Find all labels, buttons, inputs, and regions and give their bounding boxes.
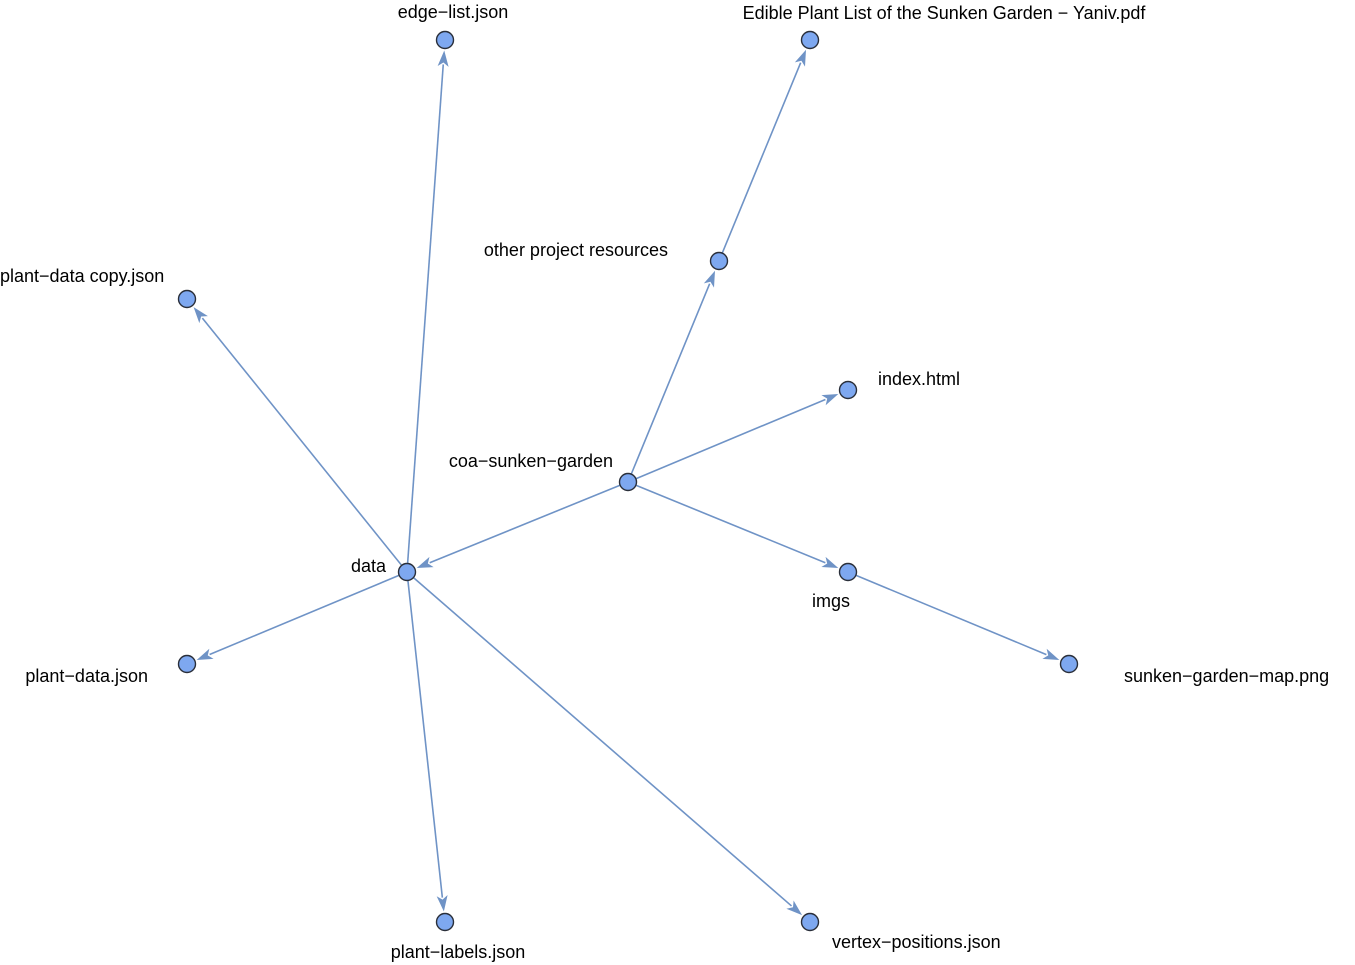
arrowhead [196, 648, 214, 660]
edge-line [406, 64, 445, 573]
edge-coa-to-other [627, 270, 716, 483]
edge-line [201, 317, 408, 573]
edge-data-to-vertex_positions [406, 571, 803, 916]
arrowhead [1042, 648, 1060, 660]
node-circle[interactable] [177, 654, 197, 674]
node-data[interactable]: data [351, 556, 417, 582]
node-label: other project resources [484, 240, 668, 260]
node-index-html[interactable]: index.html [838, 369, 961, 400]
edge-data-to-plant_labels [406, 571, 448, 912]
node-label: index.html [878, 369, 960, 389]
arrowhead [436, 895, 448, 912]
edge-line [406, 571, 444, 898]
edge-data-to-plant_data_copy [193, 307, 408, 573]
arrowhead [703, 270, 716, 288]
edge-coa-to-imgs [627, 481, 839, 569]
node-circle[interactable] [397, 562, 417, 582]
node-circle[interactable] [709, 251, 729, 271]
edge-line [627, 481, 826, 564]
node-label: plant−labels.json [391, 942, 526, 962]
node-vertex-positions-json[interactable]: vertex−positions.json [800, 912, 1001, 953]
edge-line [627, 283, 711, 483]
node-circle[interactable] [435, 912, 455, 932]
node-circle[interactable] [435, 30, 455, 50]
node-circle[interactable] [618, 472, 638, 492]
node-circle[interactable] [838, 380, 858, 400]
edge-coa-to-data [416, 481, 629, 569]
arrowhead [416, 556, 434, 569]
node-sunken-garden-map-png[interactable]: sunken−garden−map.png [1059, 654, 1330, 687]
node-imgs[interactable]: imgs [812, 562, 858, 612]
node-label: sunken−garden−map.png [1124, 666, 1329, 686]
arrowhead [437, 50, 449, 67]
node-edge-list-json[interactable]: edge−list.json [398, 2, 509, 50]
node-plant-data-copy-json[interactable]: plant−data copy.json [0, 266, 197, 309]
node-label: plant−data copy.json [0, 266, 164, 286]
edge-line [718, 62, 802, 262]
arrowhead [821, 394, 839, 406]
edge-data-to-plant_data [196, 571, 408, 660]
edges-layer [193, 49, 1060, 916]
edge-data-to-edge_list [406, 50, 449, 573]
arrowhead [786, 900, 803, 916]
node-label: Edible Plant List of the Sunken Garden −… [743, 3, 1147, 23]
node-circle[interactable] [177, 289, 197, 309]
edge-line [627, 398, 826, 483]
node-label: coa−sunken−garden [449, 451, 613, 471]
node-circle[interactable] [800, 30, 820, 50]
edge-imgs-to-map_png [847, 571, 1060, 660]
node-plant-data-json[interactable]: plant−data.json [25, 654, 197, 687]
node-coa-sunken-garden[interactable]: coa−sunken−garden [449, 451, 638, 492]
node-circle[interactable] [838, 562, 858, 582]
node-label: data [351, 556, 387, 576]
edge-line [406, 571, 793, 907]
edge-coa-to-index [627, 394, 839, 483]
node-plant-labels-json[interactable]: plant−labels.json [391, 912, 526, 963]
arrowhead [821, 556, 839, 569]
node-other-project-resources[interactable]: other project resources [484, 240, 729, 271]
node-label: edge−list.json [398, 2, 509, 22]
node-label: plant−data.json [25, 666, 148, 686]
node-circle[interactable] [1059, 654, 1079, 674]
node-label: vertex−positions.json [832, 932, 1001, 952]
edge-line [429, 481, 629, 564]
arrowhead [794, 49, 807, 67]
node-circle[interactable] [800, 912, 820, 932]
arrowhead [193, 307, 208, 324]
node-label: imgs [812, 591, 850, 611]
node-edible-plant-list-pdf[interactable]: Edible Plant List of the Sunken Garden −… [743, 3, 1147, 50]
edge-line [847, 571, 1047, 656]
edge-line [209, 571, 408, 656]
edge-other-to-edible_pdf [718, 49, 807, 262]
nodes-layer: coa−sunken−garden data other project res… [0, 2, 1329, 962]
